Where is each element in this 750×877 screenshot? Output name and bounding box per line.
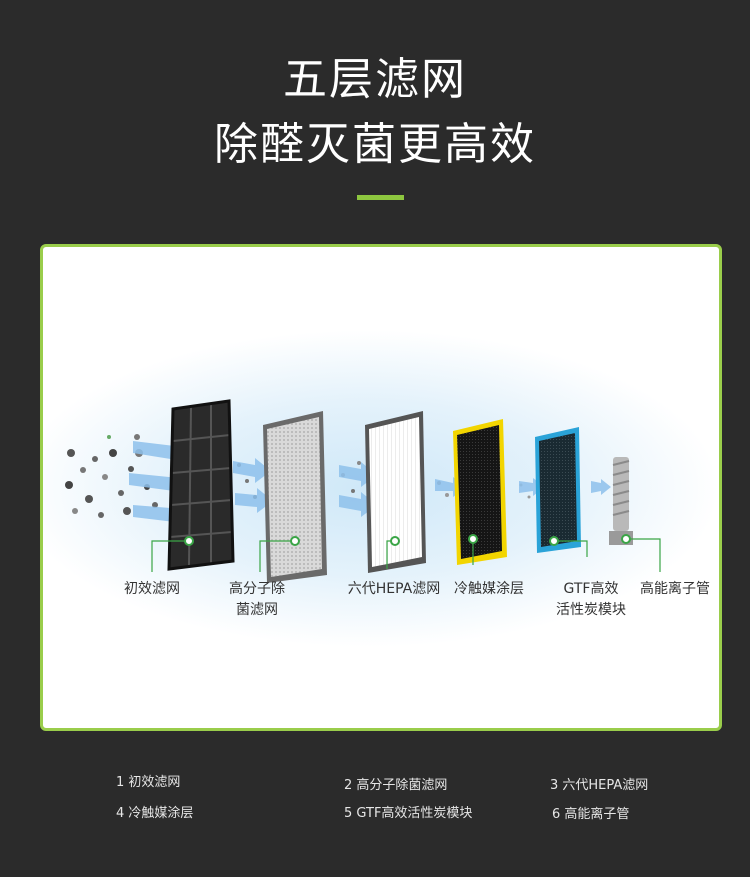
page-title-line-1: 五层滤网 bbox=[283, 54, 467, 105]
label-cold-catalyst: 冷触媒涂层 bbox=[454, 581, 524, 597]
callout-lines bbox=[151, 538, 661, 572]
filter-diagram-panel: 初效滤网 高分子除 菌滤网 六代HEPA滤网 冷触媒涂层 GTF高效 活性炭模块… bbox=[40, 244, 722, 731]
callout-markers bbox=[184, 534, 631, 546]
filter-3-hepa bbox=[365, 411, 426, 573]
filter-4-cold-catalyst bbox=[453, 419, 507, 565]
page-title-line-2: 除醛灭菌更高效 bbox=[214, 119, 536, 170]
filter-2-polymer bbox=[263, 411, 327, 583]
label-ion-tube: 高能离子管 bbox=[640, 581, 710, 597]
label-initial-filter: 初效滤网 bbox=[124, 581, 180, 597]
title-accent-bar bbox=[357, 195, 404, 200]
legend-item-3: 3 六代HEPA滤网 bbox=[550, 778, 649, 793]
legend-item-6: 6 高能离子管 bbox=[552, 807, 630, 822]
legend-item-2: 2 高分子除菌滤网 bbox=[344, 778, 448, 793]
filter-1-mesh bbox=[167, 399, 235, 571]
legend-item-1: 1 初效滤网 bbox=[116, 775, 181, 790]
label-polymer-filter: 高分子除 菌滤网 bbox=[229, 581, 285, 618]
ion-tube bbox=[609, 457, 633, 545]
legend-item-4: 4 冷触媒涂层 bbox=[116, 806, 194, 821]
filter-diagram bbox=[65, 399, 661, 583]
legend-item-5: 5 GTF高效活性炭模块 bbox=[344, 806, 473, 821]
filter-5-activated-carbon bbox=[535, 427, 581, 553]
label-activated-carbon: GTF高效 活性炭模块 bbox=[556, 581, 626, 618]
label-hepa-filter: 六代HEPA滤网 bbox=[347, 581, 441, 597]
